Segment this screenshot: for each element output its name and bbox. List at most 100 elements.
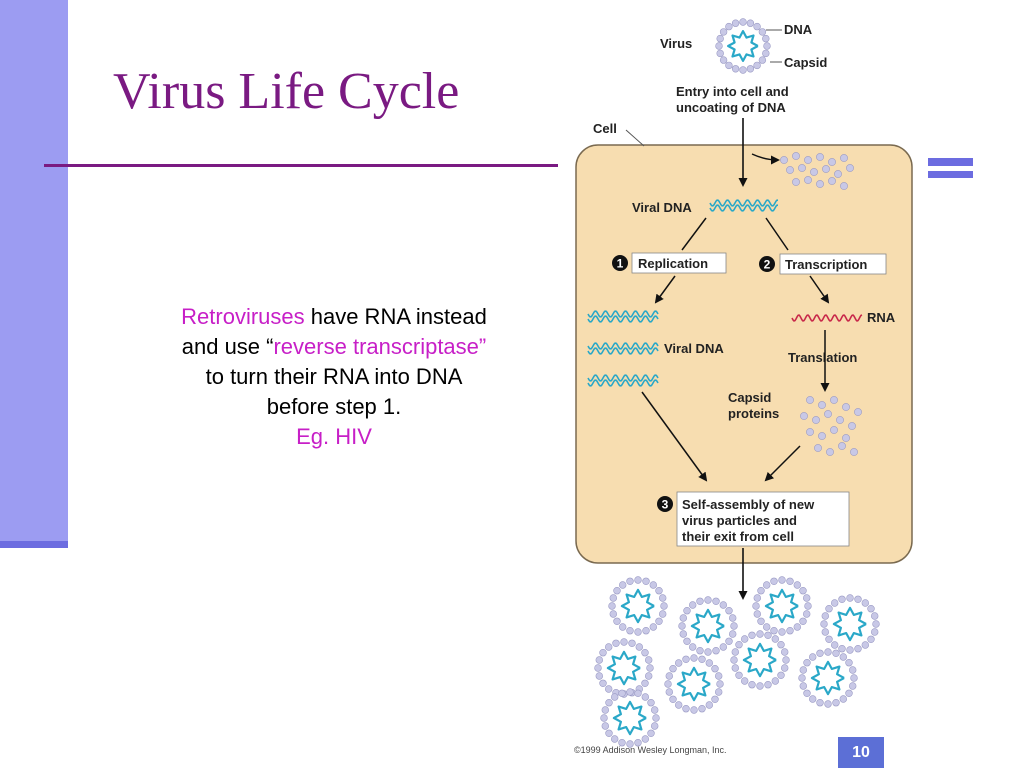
slide-title: Virus Life Cycle xyxy=(113,63,460,120)
page-number-badge: 10 xyxy=(838,737,884,768)
capsid-protein-dot xyxy=(828,158,836,166)
capsid-protein-dots xyxy=(800,396,862,456)
capsid-protein-dot xyxy=(846,164,854,172)
virus-dna-coil xyxy=(727,30,759,62)
virus-particle xyxy=(678,596,738,656)
capsid-proteins-label-line2: proteins xyxy=(728,406,779,421)
virus-particle xyxy=(608,576,668,636)
virus-particle xyxy=(664,654,724,714)
capsid-protein-dot xyxy=(804,156,812,164)
capsid-protein-dot xyxy=(828,177,836,185)
capsid-protein-dot xyxy=(822,165,830,173)
rna-strand xyxy=(791,314,863,322)
virus-particle xyxy=(752,576,812,636)
capsid-protein-dot xyxy=(854,408,862,416)
virus-particle-icon xyxy=(715,18,771,74)
step1-label: Replication xyxy=(638,256,708,271)
cell-label: Cell xyxy=(593,121,617,136)
virus-particle xyxy=(594,638,654,698)
capsid-protein-dot xyxy=(812,416,820,424)
virus-particle xyxy=(820,594,880,654)
capsid-protein-dot xyxy=(810,168,818,176)
capsid-protein-dot xyxy=(836,416,844,424)
capsid-protein-dot xyxy=(818,432,826,440)
viral-dna-strand xyxy=(709,199,778,207)
capsid-protein-dot xyxy=(824,410,832,418)
entry-label-line2: uncoating of DNA xyxy=(676,100,786,115)
capsid-protein-dot xyxy=(792,152,800,160)
copyright-text: ©1999 Addison Wesley Longman, Inc. xyxy=(574,745,727,755)
viral-dna-label-top: Viral DNA xyxy=(632,200,692,215)
body-line3: to turn their RNA into DNA xyxy=(205,364,463,389)
virus-dna-coil xyxy=(676,666,711,702)
capsid-protein-dot xyxy=(842,434,850,442)
capsid-protein-dot xyxy=(848,422,856,430)
virus-dna-coil xyxy=(832,606,867,642)
viral-dna-copy xyxy=(587,342,659,350)
entry-label-line1: Entry into cell and xyxy=(676,84,789,99)
viral-dna-copy xyxy=(587,315,659,323)
virus-dna-coil xyxy=(620,588,655,624)
virus-label: Virus xyxy=(660,36,692,51)
left-bar-bottom-edge xyxy=(0,541,68,548)
viral-dna-copy xyxy=(587,374,659,382)
title-underline xyxy=(44,164,558,167)
virus-dna-coil xyxy=(742,642,777,678)
capsid-protein-dot xyxy=(826,448,834,456)
capsid-protein-dot xyxy=(786,166,794,174)
viral-dna-copy xyxy=(587,379,659,387)
retroviruses-term: Retroviruses xyxy=(181,304,305,329)
capsid-proteins-label-line1: Capsid xyxy=(728,390,771,405)
capsid-protein-dot xyxy=(792,178,800,186)
viral-dna-strand-top xyxy=(709,199,778,212)
step2-badge xyxy=(759,256,775,272)
step3-line2: virus particles and xyxy=(682,513,797,528)
capsid-protein-dot xyxy=(800,412,808,420)
step2-number: 2 xyxy=(764,258,771,272)
step1-number: 1 xyxy=(617,257,624,271)
capsid-protein-dot xyxy=(830,426,838,434)
viral-dna-label-left: Viral DNA xyxy=(664,341,724,356)
viral-dna-copy xyxy=(587,310,659,318)
viral-dna-copy xyxy=(587,347,659,355)
example-hiv: Eg. HIV xyxy=(296,424,372,449)
released-capsid-proteins xyxy=(780,152,854,190)
virus-dna-coil xyxy=(764,588,799,624)
step1-badge xyxy=(612,255,628,271)
virus-particle xyxy=(798,648,858,708)
capsid-protein-dot xyxy=(818,401,826,409)
virus-life-cycle-diagram: Virus DNA Capsid Entry into cell and unc… xyxy=(574,18,913,755)
capsid-protein-dot xyxy=(816,153,824,161)
step3-badge xyxy=(657,496,673,512)
capsid-protein-dot xyxy=(842,403,850,411)
capsid-protein-dot xyxy=(830,396,838,404)
capsid-protein-dot xyxy=(834,170,842,178)
cell-body xyxy=(575,144,913,564)
reverse-transcriptase-term: reverse transcriptase” xyxy=(273,334,487,359)
dna-label: DNA xyxy=(784,22,813,37)
capsid-protein-dot xyxy=(814,444,822,452)
body-line1-rest: have RNA instead xyxy=(304,304,487,329)
virus-dna-coil xyxy=(810,660,845,696)
translation-label: Translation xyxy=(788,350,857,365)
capsid-protein-dot xyxy=(838,442,846,450)
capsid-label: Capsid xyxy=(784,55,827,70)
capsid-protein-dot xyxy=(806,396,814,404)
viral-dna-copies xyxy=(587,310,659,387)
step3-line3: their exit from cell xyxy=(682,529,794,544)
virus-dna-coil xyxy=(606,650,641,686)
step3-line1: Self-assembly of new xyxy=(682,497,815,512)
right-accent-bar-bottom xyxy=(928,171,973,178)
step2-label: Transcription xyxy=(785,257,867,272)
new-virus-particles xyxy=(594,576,880,748)
right-accent-bar-top xyxy=(928,158,973,166)
virus-dna-coil xyxy=(612,700,647,736)
step3-number: 3 xyxy=(662,498,669,512)
virus-dna-coil xyxy=(690,608,725,644)
virus-particle xyxy=(730,630,790,690)
capsid-protein-dot xyxy=(804,176,812,184)
body-line4: before step 1. xyxy=(266,394,402,419)
rna-label: RNA xyxy=(867,310,896,325)
virus-particle xyxy=(715,18,771,74)
capsid-protein-dot xyxy=(806,428,814,436)
